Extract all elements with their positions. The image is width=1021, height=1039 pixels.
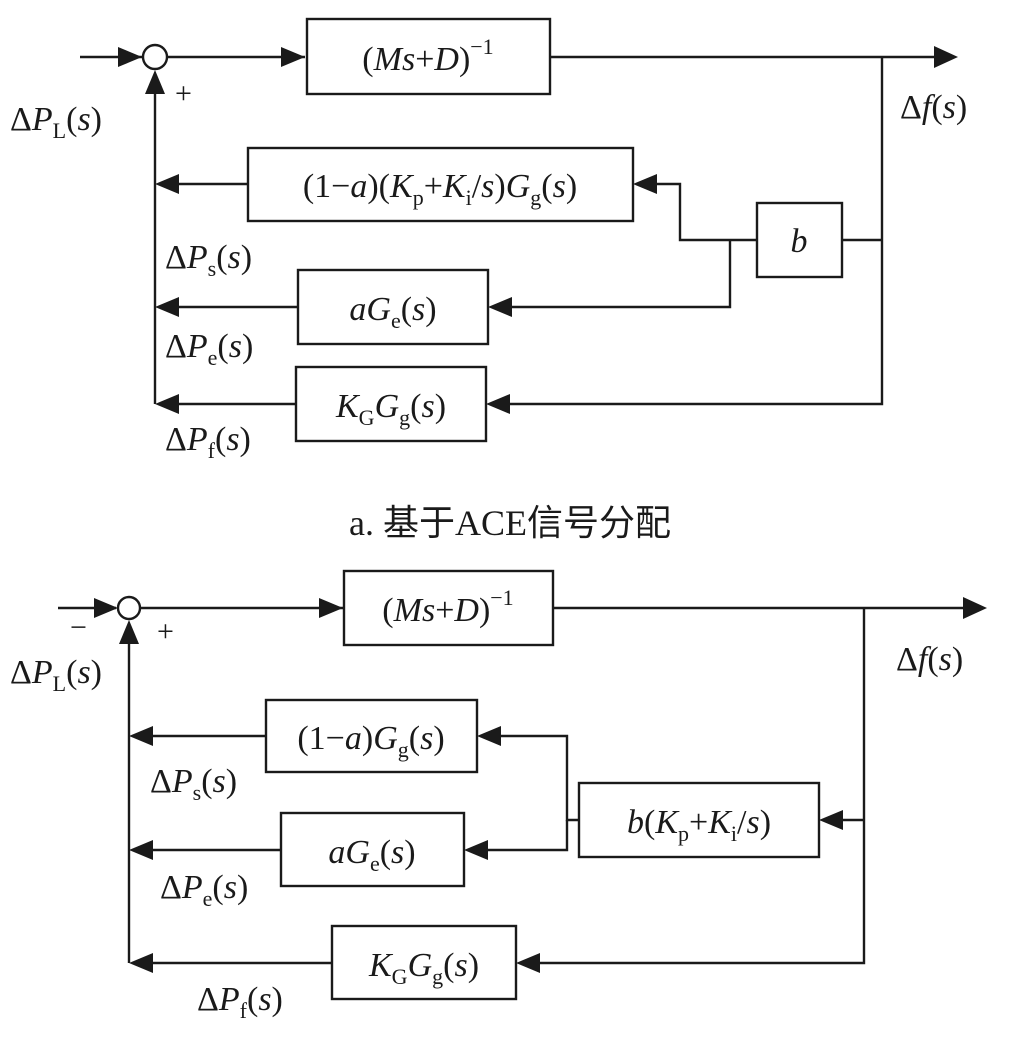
label-b-Pe: ΔPe(s) [160, 869, 248, 911]
block-a-low-label: KGGg(s) [335, 388, 446, 430]
block-b-mid-label: aGe(s) [328, 834, 415, 876]
arrow-a-Pf [155, 394, 179, 414]
block-b-upper-label: (1−a)Gg(s) [297, 720, 444, 762]
arrow-b-plant-in [319, 598, 343, 618]
diagram-a-arrows [118, 46, 958, 414]
arrow-b-output [963, 597, 987, 619]
arrow-b-Pf [129, 953, 153, 973]
block-b-low [330, 924, 518, 1001]
arrow-a-input [118, 47, 142, 67]
arrow-b-mid-in [464, 840, 488, 860]
summing-node-a [141, 43, 169, 71]
arrow-a-feedback-up [145, 70, 165, 94]
diagram-a: + (Ms+D)−1 (1−a)(Kp+Ki/s)Gg(s) b aGe(s) … [10, 17, 967, 543]
arrow-b-upper-in [477, 726, 501, 746]
sign-b-minus: − [70, 611, 87, 644]
arrow-a-plant-in [281, 47, 305, 67]
block-a-b [755, 201, 844, 279]
arrow-b-ctrl-in [819, 810, 843, 830]
block-a-upper [246, 146, 635, 223]
arrow-a-Pe [155, 297, 179, 317]
arrow-a-upper-in [633, 174, 657, 194]
label-a-PL: ΔPL(s) [10, 101, 102, 143]
label-b-f: Δf(s) [896, 641, 963, 678]
summing-node-b [116, 595, 142, 621]
diagram-b: − + (Ms+D)−1 (1−a)Gg(s) b(Kp+Ki/s) aGe(s… [10, 569, 987, 1023]
diagram-a-wires [80, 55, 937, 406]
label-a-Pf: ΔPf(s) [165, 421, 251, 463]
block-a-plant-label: (Ms+D)−1 [362, 34, 493, 78]
block-a-plant [305, 17, 552, 96]
arrow-b-Pe [129, 840, 153, 860]
diagram-b-wires [58, 606, 965, 965]
sign-b-plus: + [157, 615, 174, 648]
block-a-low [294, 365, 488, 443]
arrow-a-low-in [486, 394, 510, 414]
block-b-upper [264, 698, 479, 774]
arrow-b-low-in [516, 953, 540, 973]
block-a-mid [296, 268, 490, 346]
block-b-plant [342, 569, 555, 647]
block-a-mid-label: aGe(s) [349, 291, 436, 333]
label-a-Ps: ΔPs(s) [165, 239, 252, 281]
caption-a: a. 基于ACE信号分配 [349, 503, 671, 543]
label-a-Pe: ΔPe(s) [165, 328, 253, 370]
block-b-mid [279, 811, 466, 888]
arrow-b-input [94, 598, 118, 618]
arrow-b-feedback-up [119, 620, 139, 644]
arrow-a-Ps [155, 174, 179, 194]
arrow-a-output [934, 46, 958, 68]
sign-a-plus: + [175, 77, 192, 110]
arrow-b-Ps [129, 726, 153, 746]
label-b-Pf: ΔPf(s) [197, 981, 283, 1023]
label-a-f: Δf(s) [900, 89, 967, 126]
arrow-a-mid-in [488, 297, 512, 317]
block-b-ctrl-label: b(Kp+Ki/s) [627, 804, 771, 846]
block-a-b-label: b [791, 223, 808, 260]
block-b-plant-label: (Ms+D)−1 [382, 585, 513, 629]
label-b-PL: ΔPL(s) [10, 654, 102, 696]
block-b-low-label: KGGg(s) [368, 947, 479, 989]
block-b-ctrl [577, 781, 821, 859]
diagram-b-arrows [94, 597, 987, 973]
block-a-upper-label: (1−a)(Kp+Ki/s)Gg(s) [303, 168, 577, 210]
label-b-Ps: ΔPs(s) [150, 763, 237, 805]
